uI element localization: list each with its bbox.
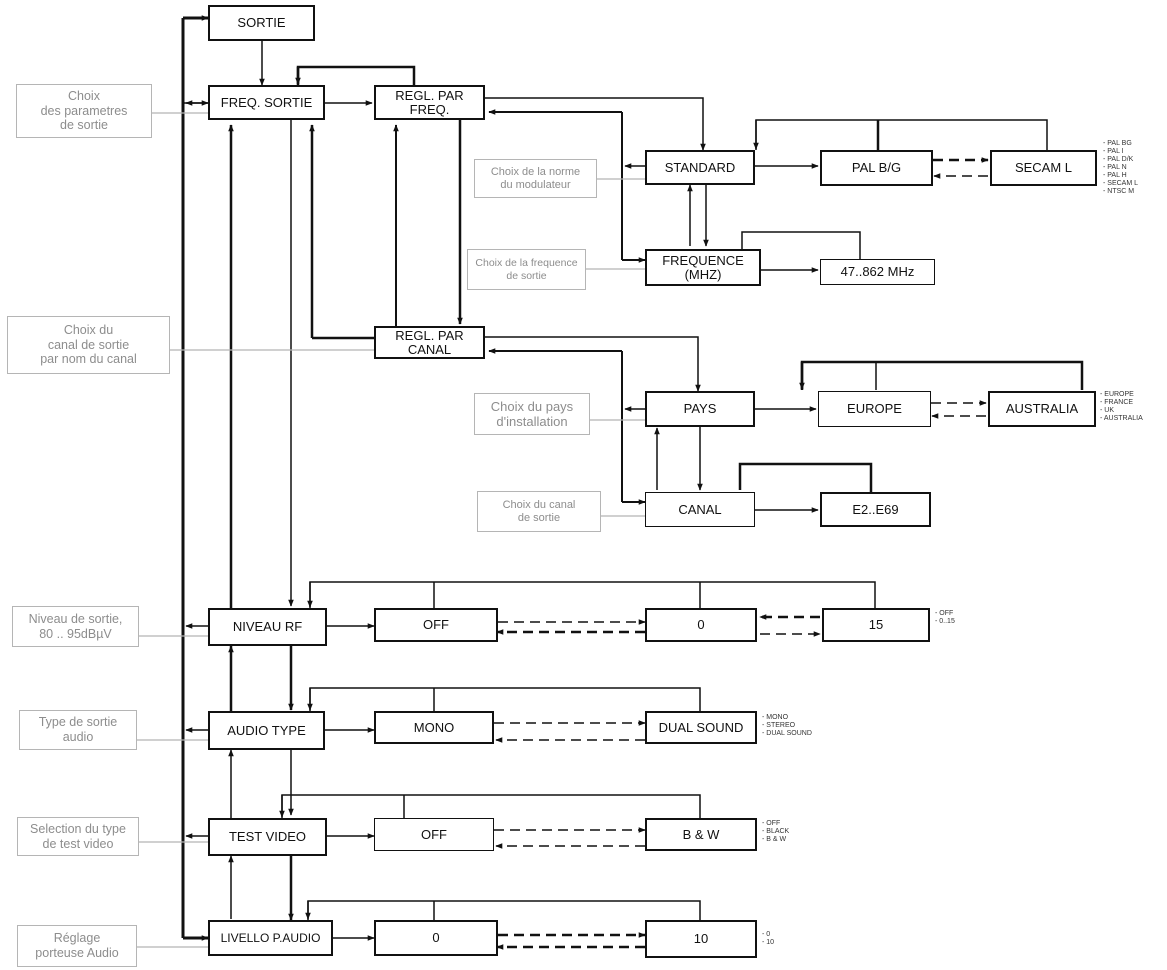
australia-node: AUSTRALIA [988,391,1096,427]
note-pays: Choix du pays d'installation [474,393,590,435]
note-test: Selection du type de test video [17,817,139,856]
options-livello: - 0 - 10 [762,931,775,946]
standard-node: STANDARD [645,150,755,185]
note-canal-nom: Choix du canal de sortie par nom du cana… [7,316,170,374]
options-pays: - EUROPE - FRANCE - UK - AUSTRALIA [1100,391,1143,422]
mono-node: MONO [374,711,494,744]
livello-0-node: 0 [374,920,498,956]
test-off-node: OFF [374,818,494,851]
secam-l-node: SECAM L [990,150,1097,186]
audio-type-node: AUDIO TYPE [208,711,325,750]
niveau-off-node: OFF [374,608,498,642]
test-video-node: TEST VIDEO [208,818,327,856]
note-frequence: Choix de la frequence de sortie [467,249,586,290]
sortie-node: SORTIE [208,5,315,41]
europe-node: EUROPE [818,391,931,427]
pays-node: PAYS [645,391,755,427]
e2-e69-node: E2..E69 [820,492,931,527]
niveau-15-node: 15 [822,608,930,642]
note-audio: Type de sortie audio [19,710,137,750]
regl-par-canal-node: REGL. PAR CANAL [374,326,485,359]
note-reglage: Réglage porteuse Audio [17,925,137,967]
niveau-rf-node: NIVEAU RF [208,608,327,646]
options-audio: - MONO - STEREO - DUAL SOUND [762,714,812,737]
regl-par-freq-node: REGL. PAR FREQ. [374,85,485,120]
options-standard: - PAL BG - PAL I - PAL D/K - PAL N - PAL… [1103,140,1139,195]
options-test: - OFF - BLACK - B & W [762,820,790,843]
canal-node: CANAL [645,492,755,527]
niveau-0-node: 0 [645,608,757,642]
note-niveau: Niveau de sortie, 80 .. 95dBµV [12,606,139,647]
note-params-sortie: Choix des parametres de sortie [16,84,152,138]
bw-node: B & W [645,818,757,851]
mhz-range-node: 47..862 MHz [820,259,935,285]
pal-bg-node: PAL B/G [820,150,933,186]
options-niveau: - OFF - 0..15 [935,610,955,625]
dual-sound-node: DUAL SOUND [645,711,757,744]
livello-node: LIVELLO P.AUDIO [208,920,333,956]
livello-10-node: 10 [645,920,757,958]
note-norme: Choix de la norme du modulateur [474,159,597,198]
freq-sortie-node: FREQ. SORTIE [208,85,325,120]
note-canal: Choix du canal de sortie [477,491,601,532]
frequence-node: FREQUENCE (MHZ) [645,249,761,286]
